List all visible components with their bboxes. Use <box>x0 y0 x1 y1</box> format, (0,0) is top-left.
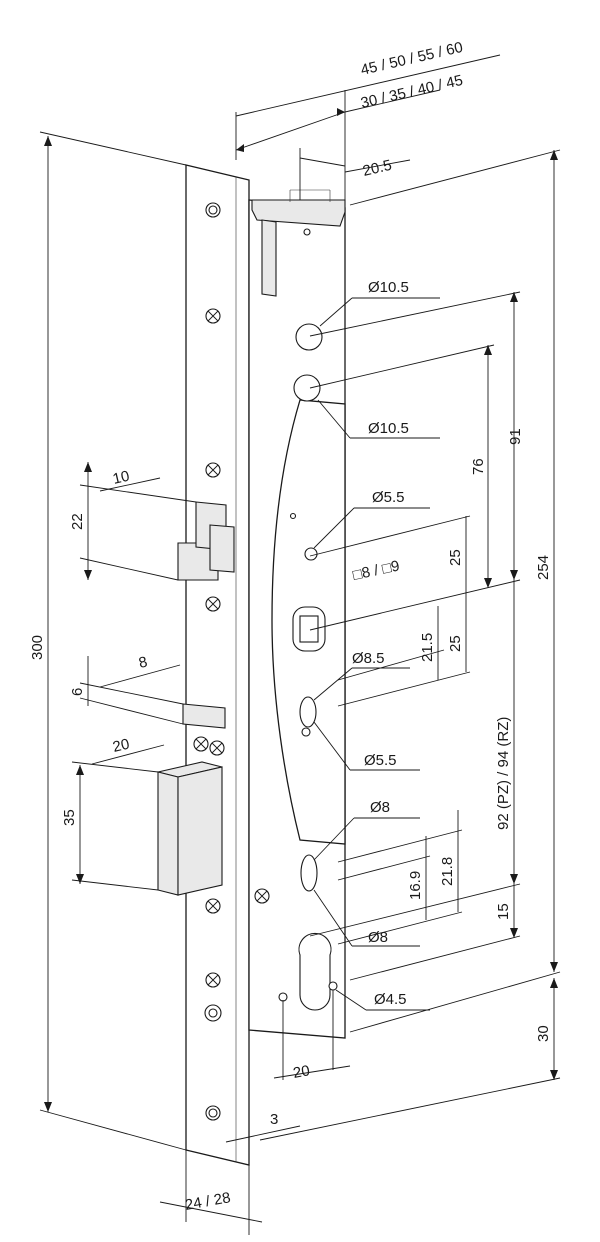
dim-case-height: 254 <box>535 555 552 580</box>
dim-distance-pz-rz: 92 (PZ) / 94 (RZ) <box>495 717 512 830</box>
dim-hole-oval: Ø8.5 <box>352 650 385 667</box>
dim-hole-lower-small: Ø5.5 <box>364 752 397 769</box>
dim-hole-upper-small: Ø5.5 <box>372 489 405 506</box>
dim-offset-top: 20.5 <box>361 157 393 180</box>
dim-square-spindle: □8 / □9 <box>351 557 401 583</box>
latch-bolt <box>177 501 235 581</box>
dim-backset-a: 45 / 50 / 55 / 60 <box>359 39 464 79</box>
dim-bolt-width: 20 <box>111 736 131 756</box>
dim-backset-b: 30 / 35 / 40 / 45 <box>359 72 464 112</box>
dim-91: 91 <box>507 428 524 445</box>
roller-catch <box>182 703 226 729</box>
dim-hole-second: Ø10.5 <box>368 420 409 437</box>
dim-21-5: 21.5 <box>419 633 436 662</box>
faceplate-fixings <box>193 202 270 1121</box>
dim-latch-height: 22 <box>69 513 86 530</box>
dim-hole-top: Ø10.5 <box>368 279 409 296</box>
dim-76: 76 <box>470 458 487 475</box>
arrowheads <box>44 108 558 1112</box>
dim-plate-thickness: 3 <box>270 1111 278 1128</box>
dim-15: 15 <box>495 903 512 920</box>
dim-16-9: 16.9 <box>407 871 424 900</box>
dead-bolt <box>157 761 223 896</box>
dim-roller-width: 8 <box>137 653 149 671</box>
dim-faceplate-length: 300 <box>29 635 46 660</box>
dim-hole-guide-upper: Ø8 <box>370 799 390 816</box>
dim-screw-hole: Ø4.5 <box>374 991 407 1008</box>
dim-latch-width: 10 <box>111 468 131 488</box>
dim-21-8: 21.8 <box>439 857 456 886</box>
dim-faceplate-width: 24 / 28 <box>184 1189 232 1214</box>
dim-25-upper: 25 <box>447 549 464 566</box>
dim-bottom-30: 30 <box>535 1025 552 1042</box>
dim-bolt-height: 35 <box>61 809 78 826</box>
dimension-lines <box>39 54 561 1235</box>
case-holes <box>278 323 338 1011</box>
dim-hole-guide-lower: Ø8 <box>368 929 388 946</box>
cylinder-cutout <box>298 932 332 1011</box>
dim-cylinder-spacing: 20 <box>292 1062 311 1082</box>
dim-25-lower: 25 <box>447 635 464 652</box>
dim-roller-height: 6 <box>69 688 86 696</box>
